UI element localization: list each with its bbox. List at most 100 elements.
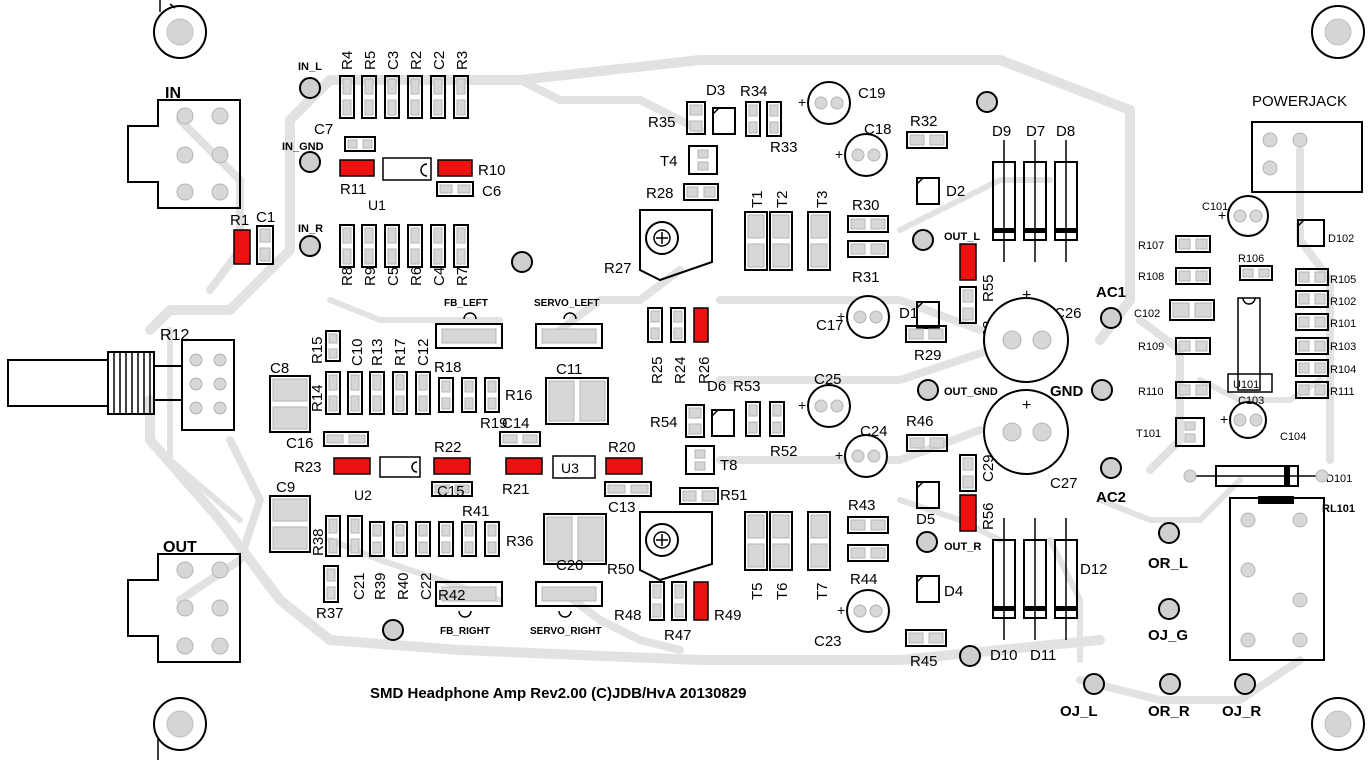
component-r38 — [325, 515, 341, 557]
designator-r108: R108 — [1138, 271, 1164, 283]
test-pad-oj-l: OJ_L — [1060, 673, 1105, 720]
designator-r22: R22 — [434, 439, 462, 456]
designator-r51: R51 — [720, 487, 748, 504]
designator-r111: R111 — [1330, 386, 1355, 398]
designator-c2: C2 — [431, 51, 448, 70]
via-1 — [976, 91, 998, 113]
component-c28 — [959, 286, 977, 324]
volume-pot-r12: R12 — [7, 327, 235, 431]
test-pad-in-gnd: IN_GND — [282, 141, 324, 173]
designator-r56: R56 — [980, 502, 997, 530]
test-pad-or-l: OR_L — [1148, 522, 1188, 572]
designator-r10: R10 — [478, 162, 506, 179]
test-pad-servo-left: SERVO_LEFT — [534, 298, 599, 320]
test-pad-out-gnd: OUT_GND — [917, 379, 998, 401]
pad-label-in-r: IN_R — [298, 223, 323, 235]
designator-c4: C4 — [431, 267, 448, 286]
designator-r101: R101 — [1330, 318, 1356, 330]
component-c103: + — [1220, 401, 1267, 439]
component-d7 — [1023, 140, 1047, 262]
component-c7 — [344, 136, 376, 152]
component-d4 — [916, 575, 940, 603]
ic-u3: U3 — [552, 455, 596, 479]
designator-t101: T101 — [1136, 428, 1161, 440]
svg-text:+: + — [1022, 287, 1031, 304]
designator-d12: D12 — [1080, 561, 1108, 578]
designator-r104: R104 — [1330, 364, 1356, 376]
component-r23 — [333, 457, 371, 475]
test-pad-fb-left: FB_LEFT — [444, 298, 488, 320]
component-r106 — [1239, 265, 1273, 281]
pad-label-ac2: AC2 — [1096, 489, 1126, 506]
component-t1 — [744, 211, 768, 271]
fb-right-header — [435, 581, 503, 607]
component-r34 — [745, 101, 761, 137]
mounting-hole-top-left — [153, 0, 207, 59]
designator-c7: C7 — [314, 121, 333, 138]
designator-r11: R11 — [340, 181, 366, 198]
designator-r1: R1 — [230, 212, 249, 229]
component-r5 — [361, 75, 377, 119]
mounting-hole-top-right — [1311, 5, 1365, 59]
svg-text:+: + — [837, 308, 845, 324]
designator-r52: R52 — [770, 443, 798, 460]
copper-traces — [145, 55, 1334, 704]
designator-c101: C101 — [1202, 201, 1228, 213]
test-pad-ac2: AC2 — [1096, 457, 1126, 506]
out-jack: OUT — [127, 539, 241, 663]
trimpot-r27 — [639, 209, 713, 282]
component-c101: + — [1218, 195, 1269, 237]
component-r56 — [959, 494, 977, 532]
component-r48 — [649, 581, 665, 621]
via-3 — [959, 645, 981, 667]
designator-r44: R44 — [850, 571, 878, 588]
trimpot-r50 — [639, 511, 713, 582]
designator-c3: C3 — [385, 51, 402, 70]
u1-label: U1 — [368, 197, 386, 213]
test-pad-ac1: AC1 — [1096, 284, 1126, 329]
component-r20 — [605, 457, 643, 475]
pad-label-or-l: OR_L — [1148, 555, 1188, 572]
designator-r36: R36 — [506, 533, 534, 550]
component-d3 — [712, 107, 736, 135]
designator-r103: R103 — [1330, 341, 1356, 353]
component-c13 — [604, 481, 652, 497]
pad-label-servo-left: SERVO_LEFT — [534, 298, 599, 309]
svg-text:+: + — [798, 397, 806, 413]
designator-r19: R19 — [480, 415, 508, 432]
component-r44 — [847, 544, 889, 562]
out-jack-label: OUT — [163, 539, 197, 556]
component-t5 — [744, 511, 768, 571]
designator-c23: C23 — [814, 633, 842, 650]
mounting-hole-bottom-right — [1311, 697, 1365, 751]
component-r51 — [679, 487, 719, 505]
test-pad-oj-r: OJ_R — [1222, 673, 1261, 720]
designator-c22: C22 — [418, 572, 435, 600]
designator-r55: R55 — [980, 274, 997, 302]
component-d1 — [916, 301, 940, 329]
pad-label-oj-l: OJ_L — [1060, 703, 1098, 720]
component-r37 — [323, 565, 339, 603]
component-r8 — [339, 224, 355, 268]
designator-r102: R102 — [1330, 296, 1356, 308]
designator-r47: R47 — [664, 627, 692, 644]
component-c6 — [436, 181, 474, 197]
designator-c12: C12 — [415, 338, 432, 366]
cap-c27: + — [983, 389, 1069, 475]
component-t7 — [807, 511, 831, 571]
component-r30 — [847, 215, 889, 233]
component-c1 — [256, 225, 274, 265]
designator-c1: C1 — [256, 209, 275, 226]
component-d6 — [711, 409, 735, 437]
pad-label-fb-left: FB_LEFT — [444, 298, 488, 309]
svg-text:+: + — [798, 94, 806, 110]
component-c25: + — [798, 384, 851, 428]
component-d5 — [916, 481, 940, 509]
designator-r9: R9 — [362, 267, 379, 286]
pad-label-in-gnd: IN_GND — [282, 141, 324, 153]
designator-r34: R34 — [740, 83, 768, 100]
designator-r20: R20 — [608, 439, 636, 456]
